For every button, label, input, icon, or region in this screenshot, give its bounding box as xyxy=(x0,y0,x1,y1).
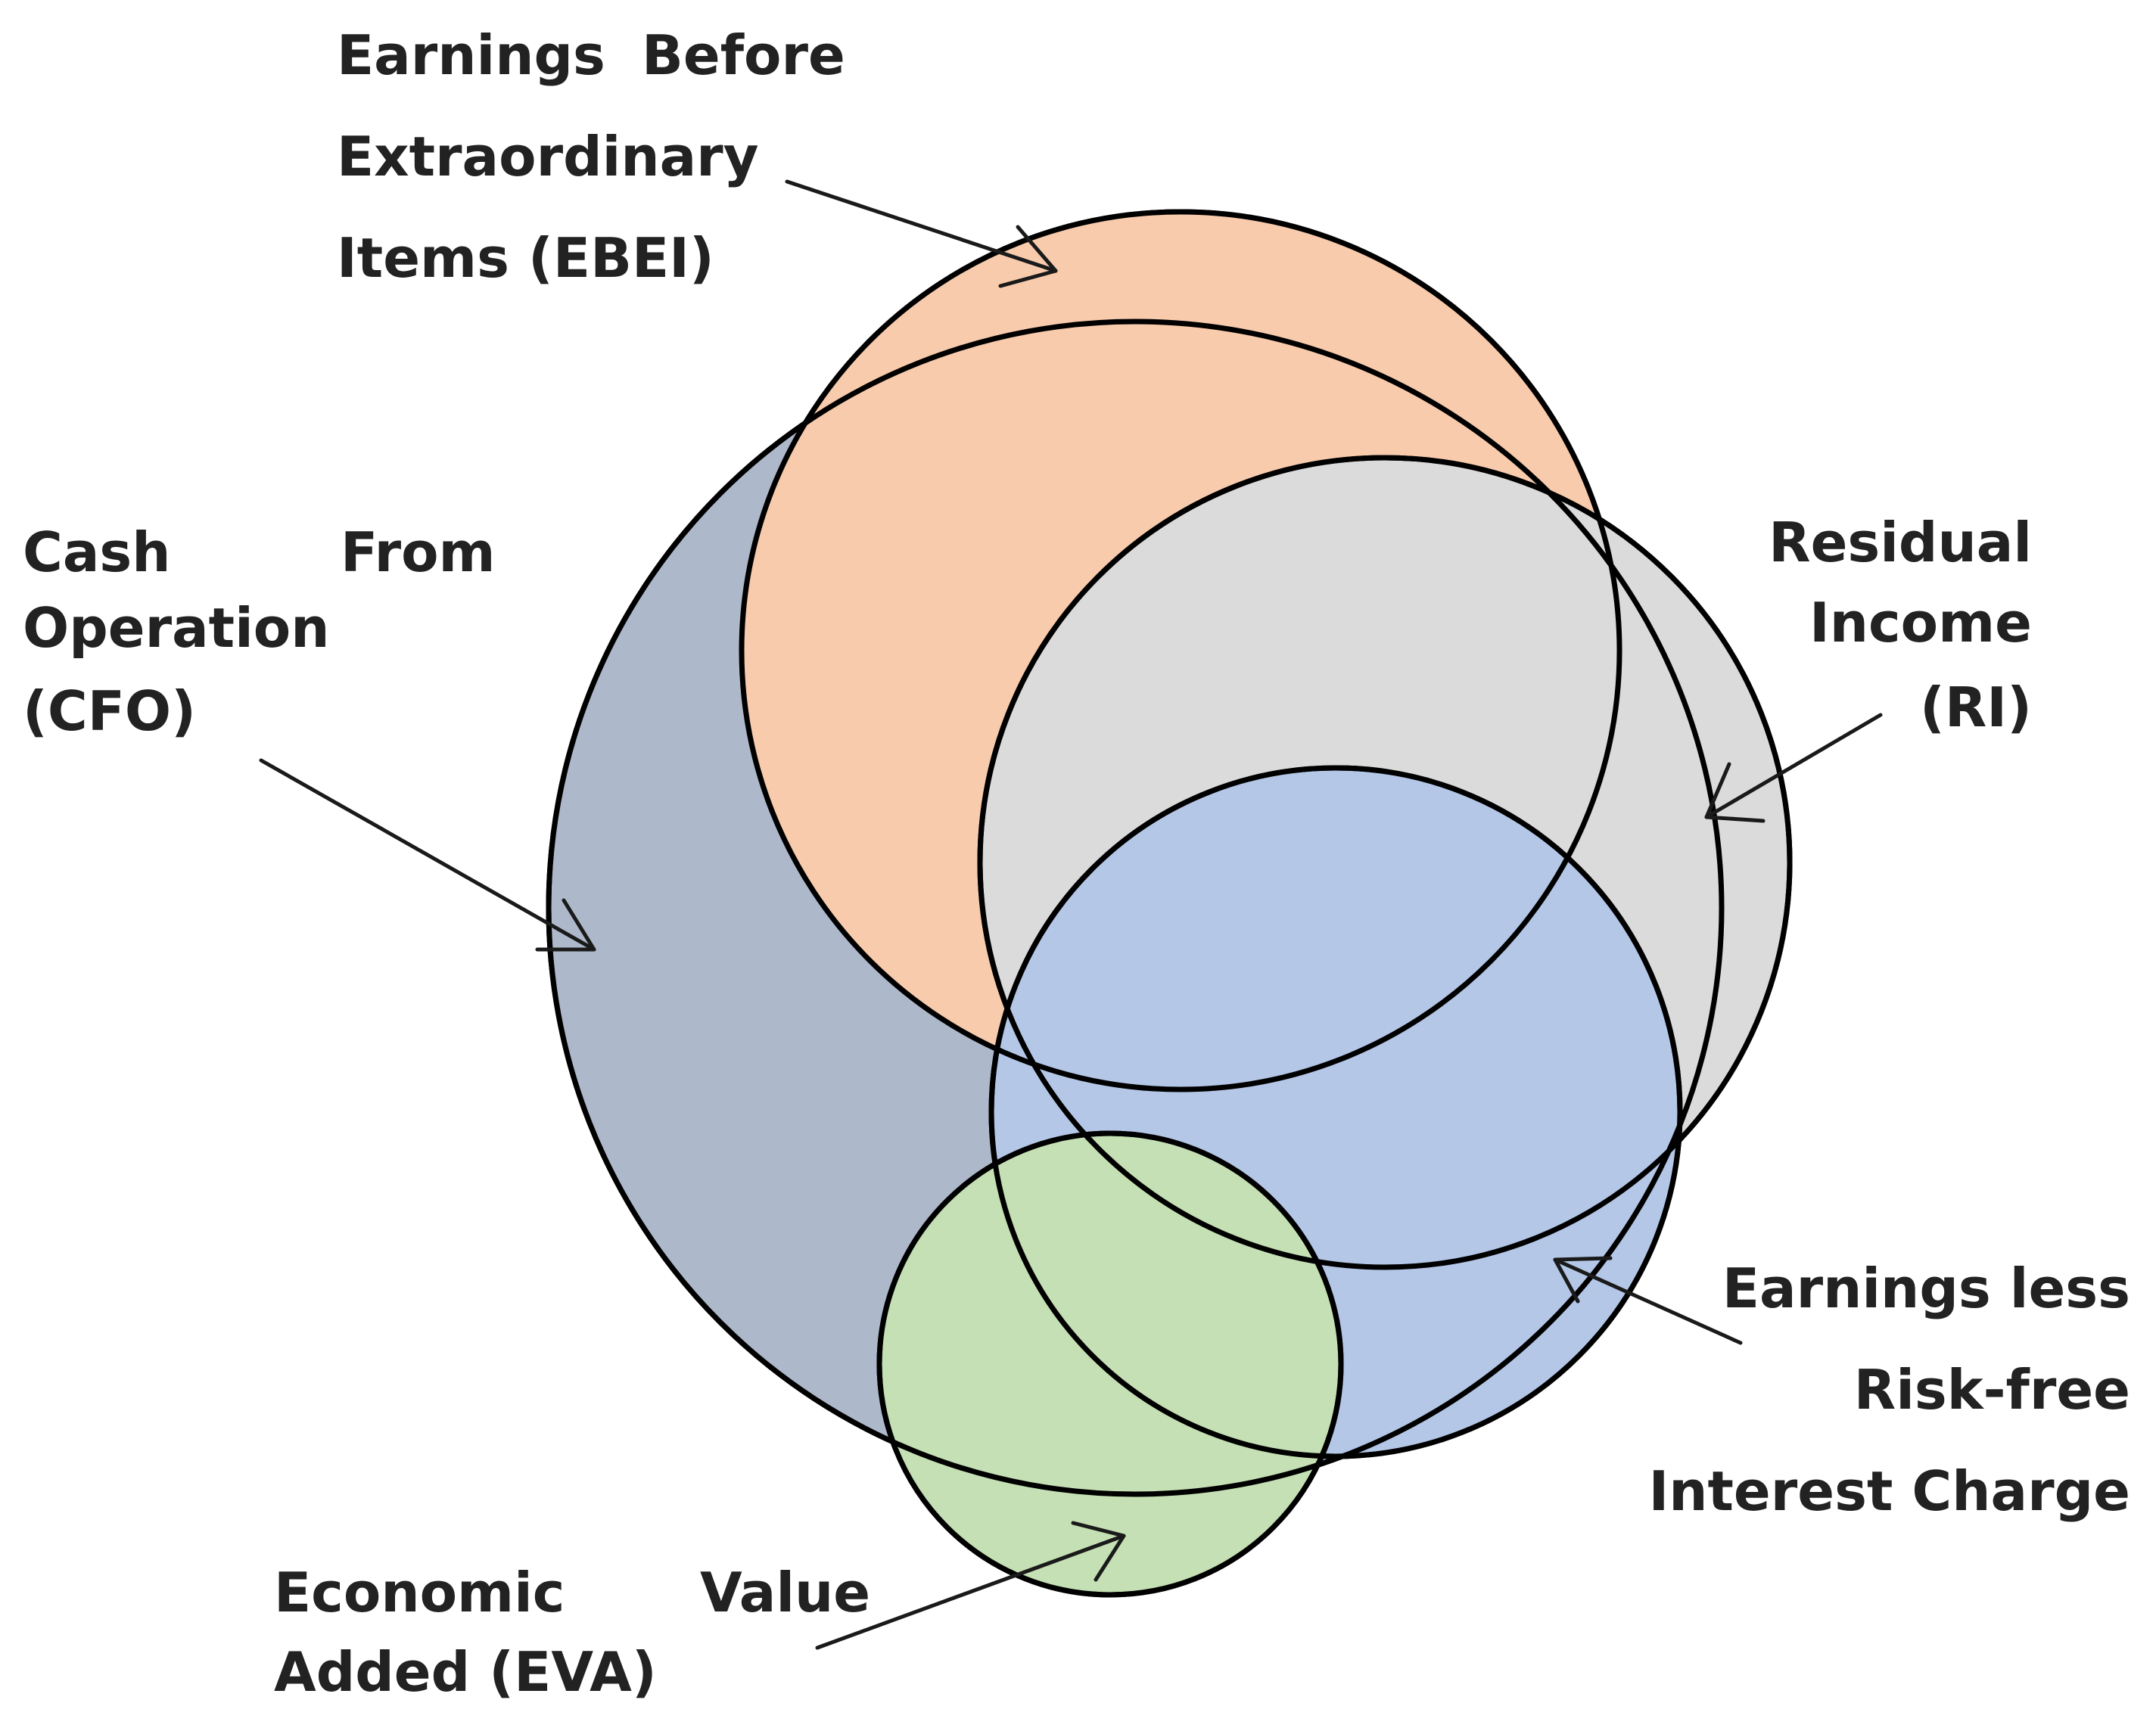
cfo-label-line2: Operation xyxy=(23,596,330,660)
ebei-label: Earnings Before Extraordinary Items (EBE… xyxy=(337,23,845,290)
eva-label-line1a: Economic xyxy=(274,1561,565,1624)
elrfic-outline xyxy=(988,765,1683,1459)
ebei-label-line2: Extraordinary xyxy=(337,125,759,188)
ri-label-line3: (RI) xyxy=(1920,676,2032,739)
ebei-label-line1b: Before xyxy=(642,23,845,87)
eva-arrow xyxy=(815,1521,1126,1650)
eva-label-line2: Added (EVA) xyxy=(274,1640,657,1704)
ebei-label-line1a: Earnings xyxy=(337,23,605,87)
elrfic-label-line3: Interest Charge xyxy=(1648,1459,2130,1523)
ri-arrow xyxy=(1704,713,1883,823)
elrfic-label: Earnings less Risk-free Interest Charge xyxy=(1648,1257,2130,1523)
elrfic-label-line2: Risk-free xyxy=(1854,1358,2130,1422)
ri-label-line2: Income xyxy=(1809,591,2032,654)
ebei-arrow xyxy=(785,179,1058,288)
ebei-outline xyxy=(739,209,1622,1092)
eva-outline xyxy=(876,1130,1344,1598)
cfo-label: Cash From Operation (CFO) xyxy=(23,521,496,743)
cfo-arrow xyxy=(259,758,596,952)
ebei-label-line3: Items (EBEI) xyxy=(337,226,714,290)
eva-label-line1b: Value xyxy=(700,1561,870,1624)
elrfic-label-line1: Earnings less xyxy=(1722,1257,2130,1320)
cfo-label-line1b: From xyxy=(341,521,496,584)
eva-label: Economic Value Added (EVA) xyxy=(274,1561,870,1704)
ri-outline xyxy=(977,455,1793,1270)
cfo-label-line3: (CFO) xyxy=(23,679,196,743)
cfo-outline xyxy=(546,319,1725,1497)
elrfic-arrow xyxy=(1553,1256,1743,1345)
cfo-label-line1a: Cash xyxy=(23,521,171,584)
ri-label-line1: Residual xyxy=(1769,511,2032,574)
ri-label: Residual Income (RI) xyxy=(1769,511,2032,739)
